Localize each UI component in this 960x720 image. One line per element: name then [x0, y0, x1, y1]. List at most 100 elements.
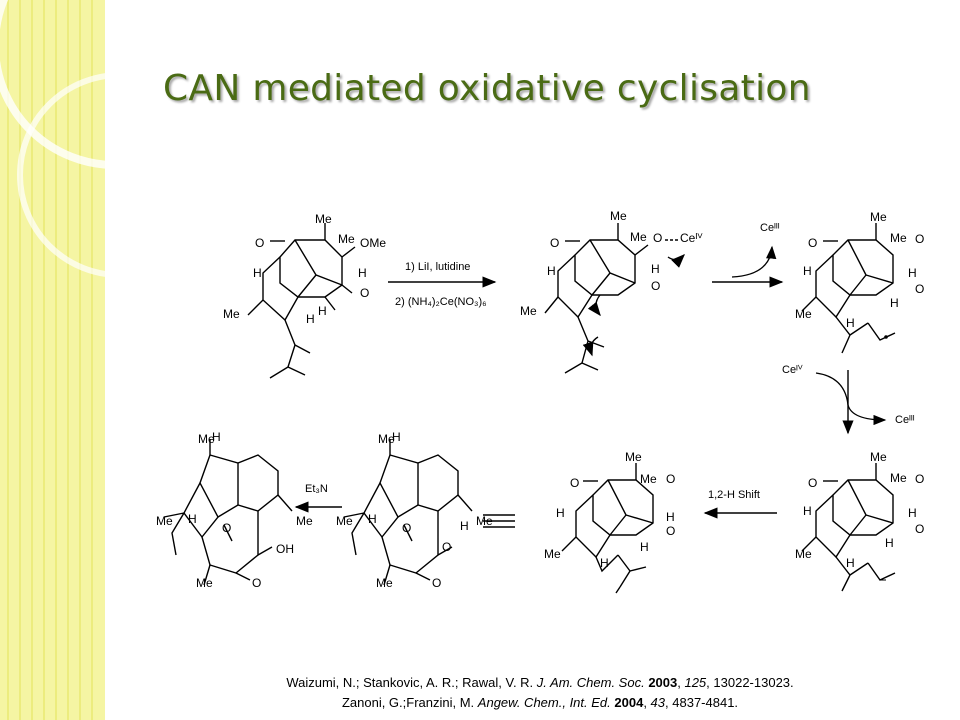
label-me: Me: [223, 307, 240, 321]
label-o: O: [222, 521, 231, 535]
radical-dot: [884, 335, 888, 339]
ref2-pages: 4837-4841.: [672, 695, 739, 710]
reaction-scheme: Me Me OMe O H H O H H Me 1) LiI, lutidin…: [156, 209, 924, 594]
label-me: Me: [640, 472, 657, 486]
label-h: H: [358, 266, 367, 280]
label-h: H: [640, 540, 649, 554]
label-oh: OH: [276, 542, 294, 556]
label-h: H: [885, 536, 894, 550]
label-h: H: [908, 506, 917, 520]
label-h: H: [368, 512, 377, 526]
label-h: H: [651, 262, 660, 276]
label-ome: OMe: [360, 236, 386, 250]
label-me: Me: [476, 514, 493, 528]
molecule-radical-intermediate: [801, 223, 896, 354]
label-o: O: [252, 576, 261, 590]
ref2-volume: 43: [650, 695, 666, 710]
label-me: Me: [890, 231, 907, 245]
ce-iii-release-label: Ceᴵᴵᴵ: [760, 222, 780, 234]
ce-exchange-arrow: [815, 372, 887, 426]
label-ce-iv: Ceᴵⱽ: [680, 231, 703, 245]
label-me: Me: [336, 514, 353, 528]
label-me: Me: [890, 471, 907, 485]
ref1-volume: 125: [684, 675, 707, 690]
ce-iv-in-label: Ceᴵⱽ: [782, 364, 803, 376]
label-o: O: [915, 282, 924, 296]
label-me: Me: [296, 514, 313, 528]
label-h: H: [306, 312, 315, 326]
molecule-product: [163, 439, 293, 586]
label-o: O: [402, 521, 411, 535]
label-h: H: [908, 266, 917, 280]
label-h: H: [212, 430, 221, 444]
label-me: Me: [156, 514, 173, 528]
ce-iii-out-label: Ceᴵᴵᴵ: [895, 414, 915, 426]
label-me: Me: [376, 576, 393, 590]
label-o: O: [808, 476, 817, 490]
label-me: Me: [315, 212, 332, 226]
equivalence-sign: [483, 514, 515, 528]
ce-release-arrow: [731, 245, 777, 278]
reference-1: Waizumi, N.; Stankovic, A. R.; Rawal, V.…: [286, 675, 794, 690]
reagent-line2: 2) (NH₄)₂Ce(NO₃)₆: [395, 296, 487, 308]
references: Waizumi, N.; Stankovic, A. R.; Rawal, V.…: [240, 673, 840, 713]
label-o: O: [915, 232, 924, 246]
label-me: Me: [795, 307, 812, 321]
label-me: Me: [870, 450, 887, 464]
label-h: H: [846, 316, 855, 330]
label-me: Me: [196, 576, 213, 590]
molecule-starting-material: [247, 223, 356, 379]
ref1-journal: J. Am. Chem. Soc.: [536, 675, 645, 690]
label-o: O: [550, 236, 559, 250]
label-me: Me: [520, 304, 537, 318]
molecule-redrawn-intermediate: [343, 439, 473, 586]
ref2-journal: Angew. Chem., Int. Ed.: [477, 695, 611, 710]
decorative-side-band: [0, 0, 105, 720]
molecule-cerium-enolate: [544, 223, 685, 374]
label-me: Me: [544, 547, 561, 561]
label-me: Me: [870, 210, 887, 224]
label-h: H: [392, 430, 401, 444]
molecule-shifted-cation: [561, 463, 654, 594]
label-o: O: [360, 286, 369, 300]
label-o: O: [915, 472, 924, 486]
label-h: H: [318, 304, 327, 318]
ref2-year: 2004: [614, 695, 644, 710]
label-h: H: [803, 264, 812, 278]
label-h: H: [188, 512, 197, 526]
label-o: O: [666, 472, 675, 486]
label-o: O: [653, 231, 662, 245]
ref2-authors: Zanoni, G.;Franzini, M.: [341, 695, 475, 710]
label-me: Me: [378, 432, 395, 446]
label-h: H: [460, 519, 469, 533]
label-h: H: [666, 510, 675, 524]
et3n-label: Et₃N: [305, 483, 328, 495]
label-o: O: [442, 540, 451, 554]
ref1-year: 2003: [648, 675, 678, 690]
ref1-pages: 13022-13023.: [713, 675, 794, 690]
reference-2: Zanoni, G.;Franzini, M. Angew. Chem., In…: [341, 695, 739, 710]
label-me: Me: [625, 450, 642, 464]
label-o: O: [432, 576, 441, 590]
label-o: O: [570, 476, 579, 490]
label-me: Me: [795, 547, 812, 561]
label-me: Me: [610, 209, 627, 223]
label-o: O: [651, 279, 660, 293]
label-o: O: [808, 236, 817, 250]
label-h: H: [846, 556, 855, 570]
label-h: H: [890, 296, 899, 310]
label-h: H: [253, 266, 262, 280]
label-h: H: [547, 264, 556, 278]
label-o: O: [915, 522, 924, 536]
ref1-authors: Waizumi, N.; Stankovic, A. R.; Rawal, V.…: [286, 675, 534, 690]
slide-title: CAN mediated oxidative cyclisation: [163, 68, 811, 109]
h-shift-label: 1,2-H Shift: [708, 489, 760, 501]
label-o: O: [255, 236, 264, 250]
label-h: H: [600, 556, 609, 570]
label-o: O: [666, 524, 675, 538]
label-me: Me: [630, 230, 647, 244]
reagent-line1: 1) LiI, lutidine: [405, 261, 470, 273]
label-h: H: [556, 506, 565, 520]
label-h: H: [803, 504, 812, 518]
label-me: Me: [338, 232, 355, 246]
